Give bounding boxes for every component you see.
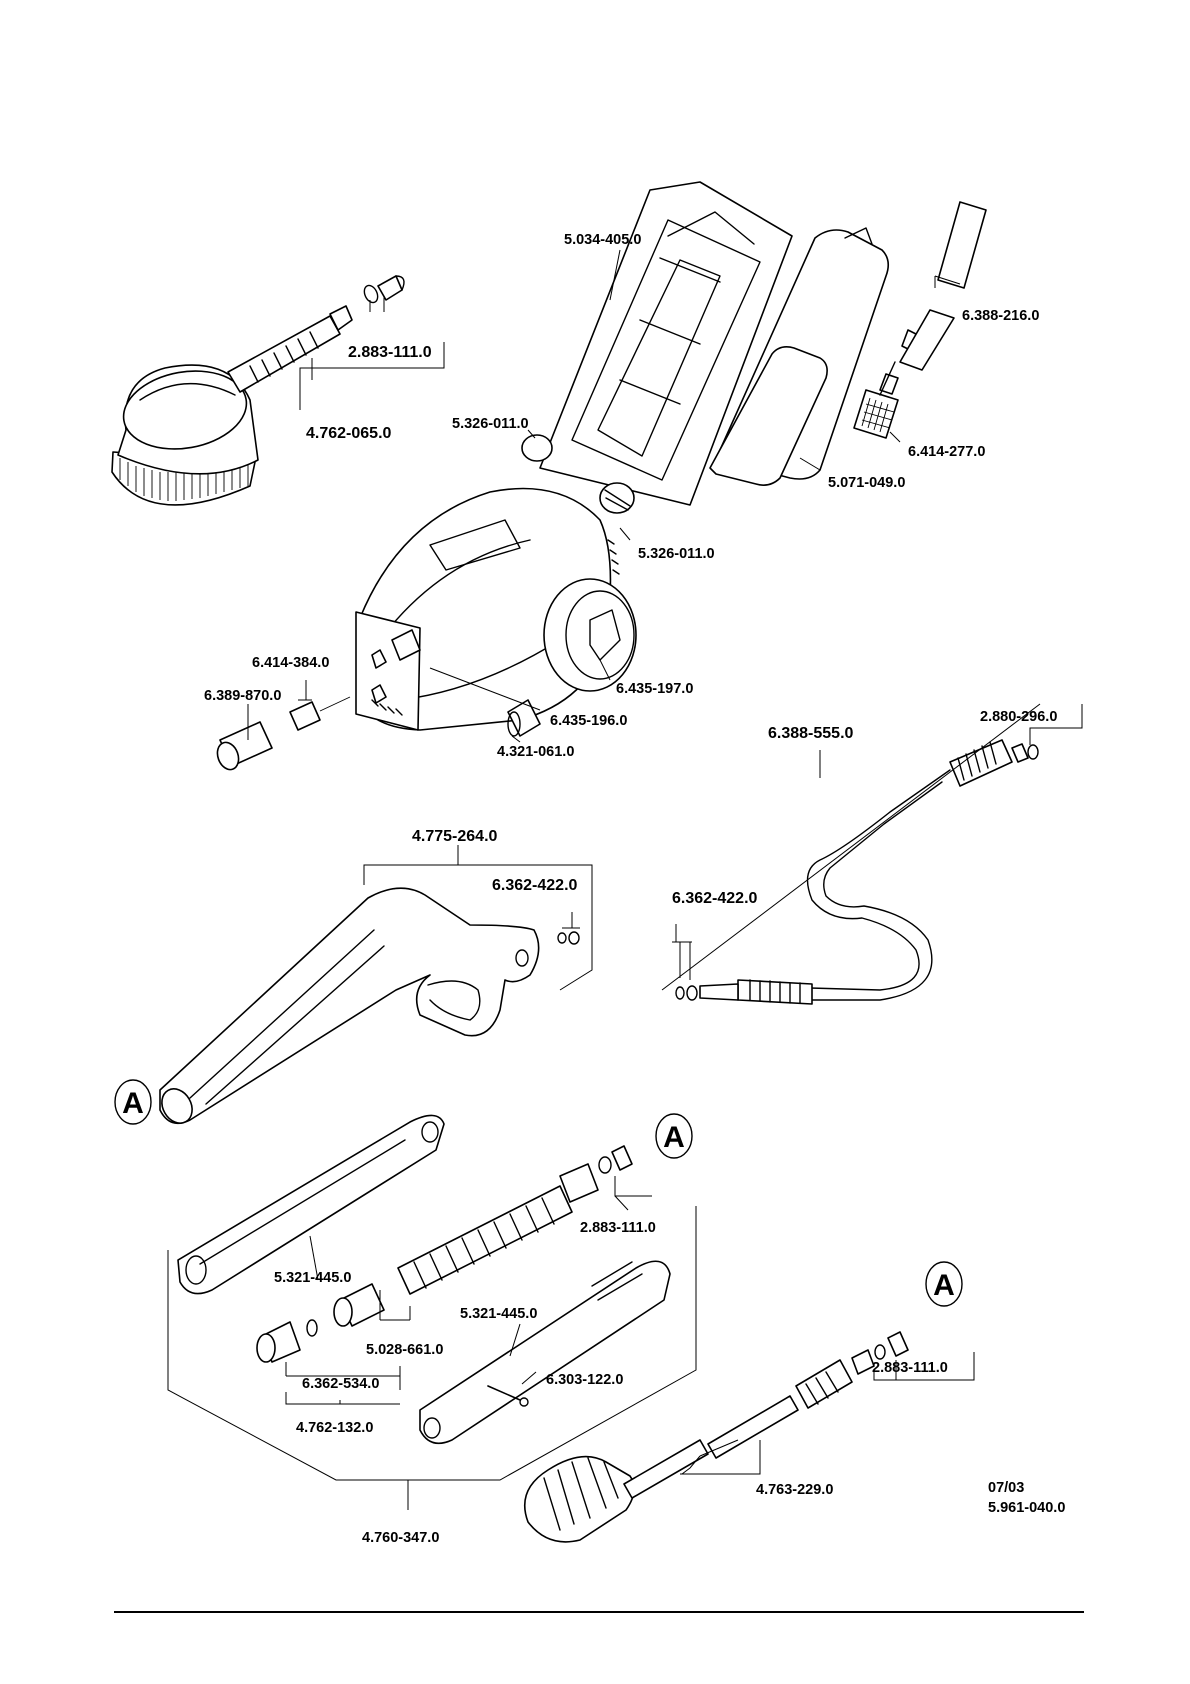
leader-lines [167, 249, 1083, 1510]
spray-lance-core [397, 1145, 633, 1295]
part-labels: 5.034-405.0 6.388-216.0 2.883-111.0 4.76… [204, 232, 1057, 1546]
footer-info: 07/03 5.961-040.0 [988, 1480, 1065, 1516]
part-label: 5.321-445.0 [460, 1306, 537, 1322]
part-label: 5.071-049.0 [828, 475, 905, 491]
part-label: 4.762-132.0 [296, 1420, 373, 1436]
document-number: 5.961-040.0 [988, 1500, 1065, 1516]
part-label: 6.388-555.0 [768, 725, 854, 742]
gun-o-rings [557, 931, 580, 945]
water-inlet-coupling [216, 696, 351, 771]
part-label: 5.326-011.0 [452, 416, 529, 432]
part-label: 4.763-229.0 [756, 1482, 833, 1498]
marker-a-1-label: A [122, 1087, 144, 1120]
marker-a-2-label: A [663, 1121, 685, 1154]
part-label: 6.362-534.0 [302, 1376, 379, 1392]
part-label: 5.028-661.0 [366, 1342, 443, 1358]
part-label: 6.388-216.0 [962, 308, 1039, 324]
lance-end-fittings [256, 1283, 385, 1363]
part-label: 4.321-061.0 [497, 744, 574, 760]
dirt-blaster-lance [524, 1331, 909, 1543]
part-label: 6.435-196.0 [550, 713, 627, 729]
high-pressure-hose [675, 739, 1039, 1005]
marker-a-3-label: A [933, 1269, 955, 1302]
part-label: 4.775-264.0 [412, 828, 498, 845]
part-label: 6.435-197.0 [616, 681, 693, 697]
marker-a-1: A [114, 1079, 152, 1125]
part-label: 6.414-384.0 [252, 655, 329, 671]
part-label: 2.880-296.0 [980, 709, 1057, 725]
part-label: 5.321-445.0 [274, 1270, 351, 1286]
part-label: 6.389-870.0 [204, 688, 281, 704]
suction-hose [899, 201, 987, 371]
marker-a-2: A [655, 1113, 693, 1159]
marker-a-3: A [925, 1261, 963, 1307]
part-label: 6.414-277.0 [908, 444, 985, 460]
part-label: 6.362-422.0 [492, 877, 578, 894]
part-label: 5.034-405.0 [564, 232, 641, 248]
lance-screw [487, 1385, 529, 1407]
pressure-washer-main-unit [355, 181, 890, 731]
trigger-gun [159, 887, 540, 1125]
revision-date: 07/03 [988, 1480, 1024, 1496]
part-label: 6.362-422.0 [672, 890, 758, 907]
part-label: 2.883-111.0 [580, 1220, 656, 1236]
part-label: 5.326-011.0 [638, 546, 715, 562]
spray-lance-shell-2 [419, 1260, 671, 1445]
union-nut [507, 699, 541, 737]
part-label: 2.883-111.0 [348, 344, 432, 361]
round-wash-brush [111, 275, 405, 506]
part-label: 4.760-347.0 [362, 1530, 439, 1546]
part-label: 6.303-122.0 [546, 1372, 623, 1388]
part-label: 4.762-065.0 [306, 425, 392, 442]
suction-filter [853, 329, 917, 439]
part-label: 2.883-111.0 [872, 1360, 948, 1376]
spray-lance-shell-1 [177, 1114, 445, 1295]
